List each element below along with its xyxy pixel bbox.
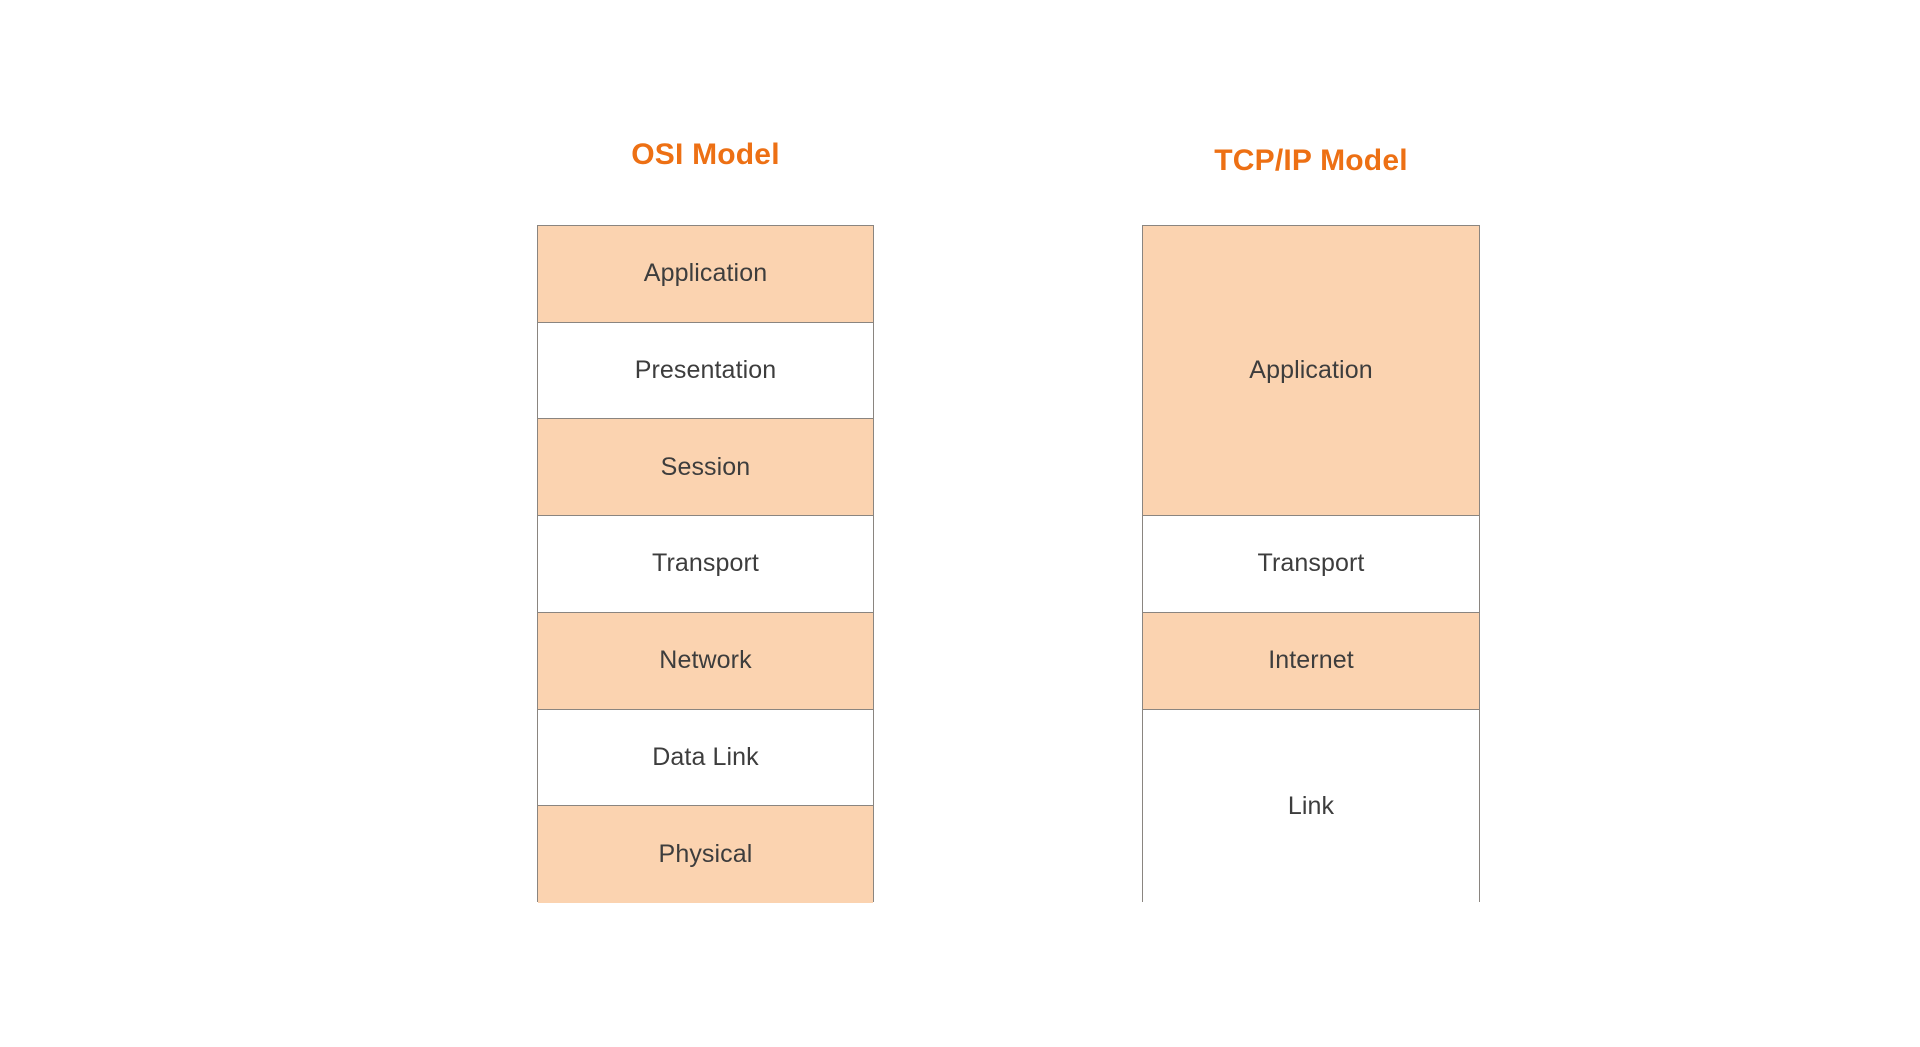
tcpip-layer-transport[interactable]: Transport [1143,516,1479,613]
tcpip-layer-application[interactable]: Application [1143,226,1479,517]
tcpip-layer-link-label: Link [1287,791,1335,820]
osi-layer-presentation[interactable]: Presentation [538,322,873,420]
tcpip-model-column: TCP/IP Model Application Transport Inter… [1142,144,1480,903]
osi-layer-data-link[interactable]: Data Link [538,709,873,807]
osi-layer-transport-label: Transport [652,549,759,578]
tcpip-layer-internet[interactable]: Internet [1143,612,1479,710]
osi-layer-network-label: Network [659,646,752,675]
osi-layer-network[interactable]: Network [538,612,873,710]
tcpip-layer-link[interactable]: Link [1143,709,1479,903]
osi-model-title: OSI Model [631,138,780,171]
osi-model-column: OSI Model Application Presentation Sessi… [537,138,874,903]
tcpip-layer-internet-label: Internet [1268,646,1354,675]
osi-layer-transport[interactable]: Transport [538,516,873,613]
tcpip-layer-stack: Application Transport Internet Link [1142,225,1480,903]
tcpip-layer-transport-label: Transport [1257,549,1365,578]
osi-layer-stack: Application Presentation Session Transpo… [537,225,874,903]
osi-layer-data-link-label: Data Link [652,742,759,771]
osi-layer-session[interactable]: Session [538,419,873,517]
tcpip-layer-application-label: Application [1249,356,1373,385]
osi-layer-application-label: Application [643,259,768,288]
osi-layer-application[interactable]: Application [538,226,873,323]
osi-layer-session-label: Session [660,452,751,481]
tcpip-model-title: TCP/IP Model [1214,144,1408,177]
osi-layer-presentation-label: Presentation [634,356,777,385]
osi-layer-physical[interactable]: Physical [538,806,873,903]
osi-layer-physical-label: Physical [658,840,753,869]
